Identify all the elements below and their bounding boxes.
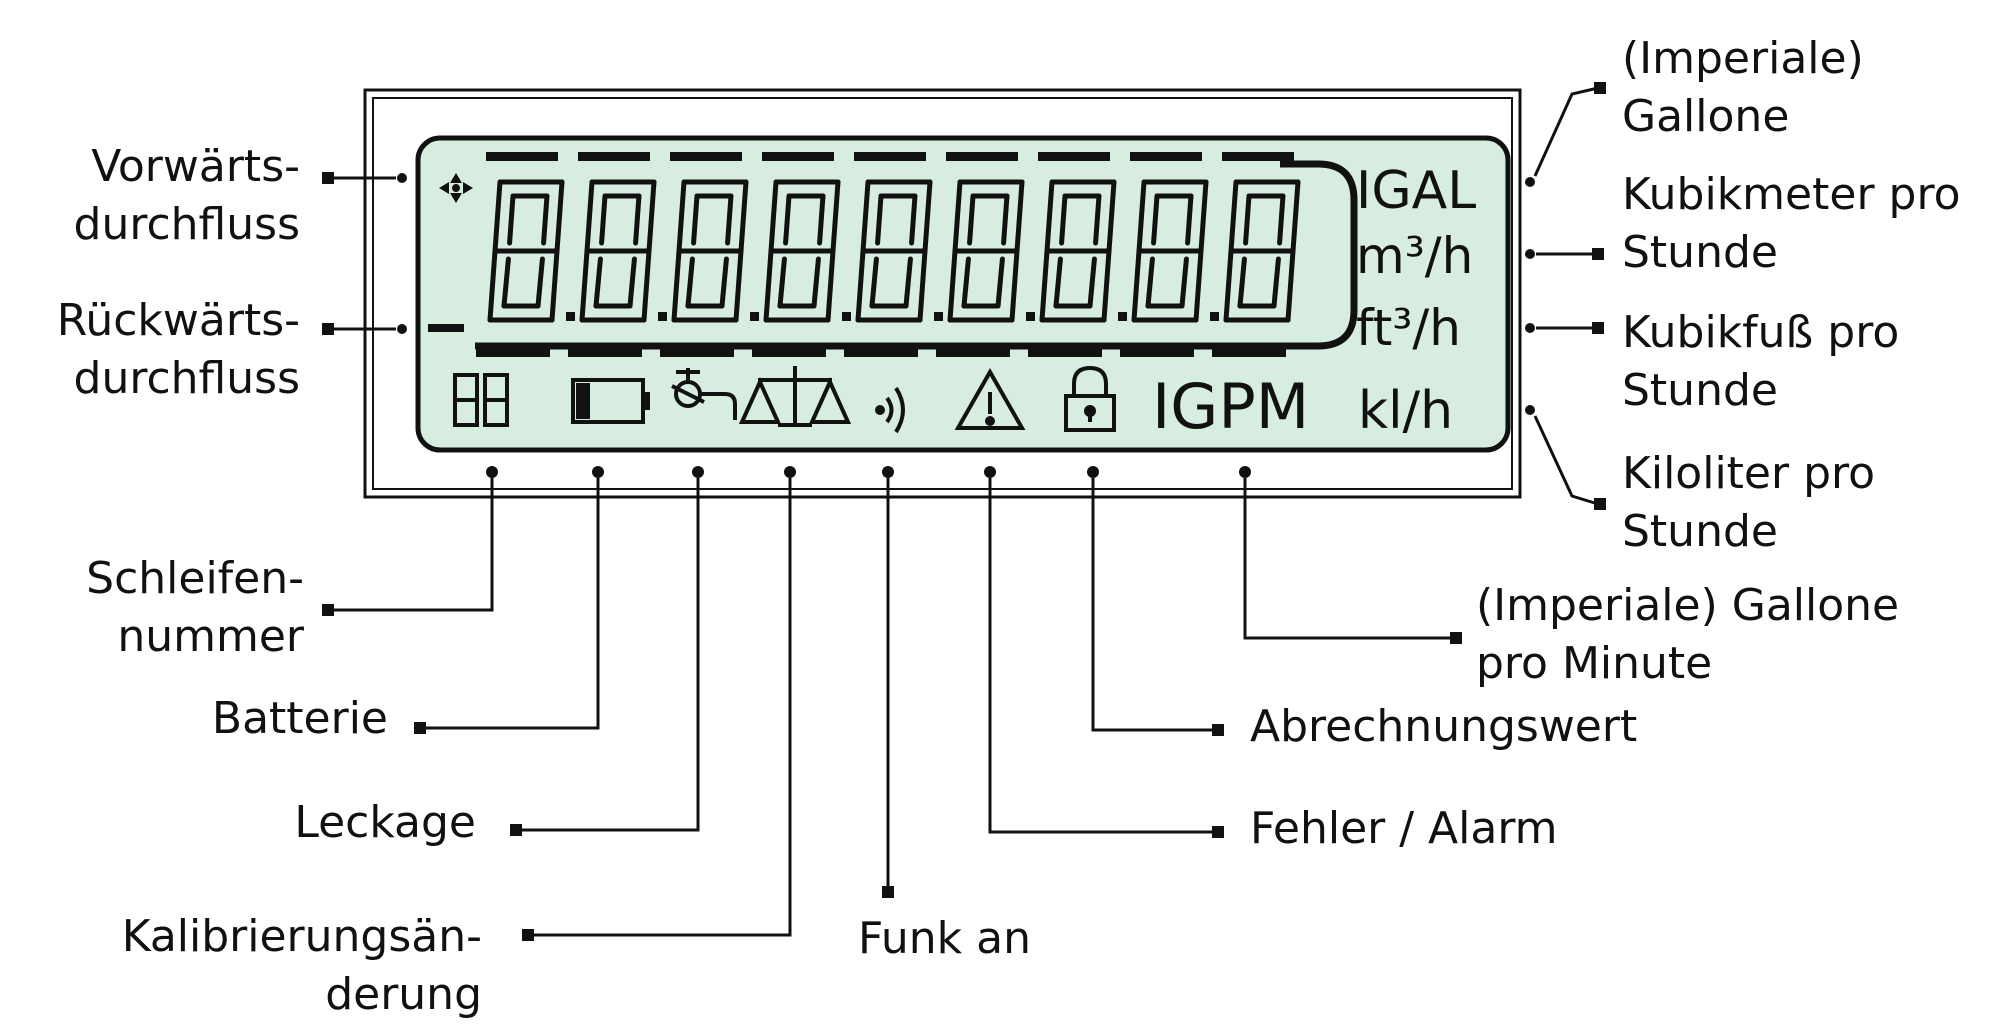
left-leader-dots [397,173,407,334]
decimal-point [1210,312,1219,321]
bottom-dash [1120,348,1194,357]
bottom-dash [1028,348,1102,357]
label-reverse-flow: Rückwärts-durchfluss [56,295,300,404]
decimal-point [1118,312,1127,321]
lcd-digit [1118,179,1209,323]
top-dash [1038,152,1110,161]
minus-sign [428,324,464,332]
lcd-digit [658,179,749,323]
top-dash [486,152,558,161]
label-igal: (Imperiale)Gallone [1622,33,1864,142]
bottom-dash [844,348,918,357]
digit-bracket [475,160,1358,350]
decimal-point [658,312,667,321]
unit-ft3h: ft³/h [1356,299,1461,357]
leader-lines [330,86,1599,937]
loop-digits-icon [453,373,509,427]
decimal-point [842,312,851,321]
label-calibration-change: Kalibrierungsän-derung [121,911,482,1020]
top-dash [762,152,834,161]
warning-triangle-icon [954,367,1026,430]
battery-icon [571,378,650,424]
bottom-dash [752,348,826,357]
top-dash [1222,152,1294,161]
lcd-inner-frame [372,97,1513,490]
top-dash [670,152,742,161]
label-error-alarm: Fehler / Alarm [1250,803,1558,854]
label-radio-on: Funk an [858,913,1031,964]
padlock-icon [1064,365,1116,432]
top-dash [578,152,650,161]
radio-waves-icon [875,386,905,434]
lcd-digit [566,179,657,323]
unit-m3h: m³/h [1356,227,1473,285]
lcd-digit [842,179,933,323]
bottom-dash [568,348,642,357]
decimal-point [934,312,943,321]
bottom-dash [476,348,550,357]
top-dash [854,152,926,161]
decimal-point [1026,312,1035,321]
lcd-digit [750,179,841,323]
leader-end-markers [322,82,1606,941]
unit-klh: kl/h [1358,381,1453,441]
label-battery: Batterie [211,693,388,744]
bottom-dash-row [476,348,1286,357]
bottom-dash [660,348,734,357]
decimal-point [750,312,759,321]
top-dash [946,152,1018,161]
lcd-digit [1210,179,1301,323]
decimal-point [566,312,575,321]
digit-row [487,179,1301,323]
lcd-digit [1026,179,1117,323]
bottom-dash [936,348,1010,357]
label-leak: Leckage [294,797,476,848]
unit-igal: IGAL [1356,161,1476,221]
flow-arrow-icon [439,173,473,203]
label-forward-flow: Vorwärts-durchfluss [73,141,300,250]
calibration-scale-icon [738,366,852,427]
leak-faucet-icon [671,368,737,420]
lcd-digit [934,179,1025,323]
right-leader-dots [1525,177,1535,415]
label-loop-number: Schleifen-nummer [86,553,304,662]
unit-igpm: IGPM [1152,370,1309,443]
top-dash-row [486,152,1294,161]
lcd-outer-frame [363,88,1522,499]
label-billing-value: Abrechnungswert [1250,701,1638,752]
lcd-digit [487,179,565,323]
bottom-dash [1212,348,1286,357]
bottom-leader-dots [486,466,1251,478]
top-dash [1130,152,1202,161]
